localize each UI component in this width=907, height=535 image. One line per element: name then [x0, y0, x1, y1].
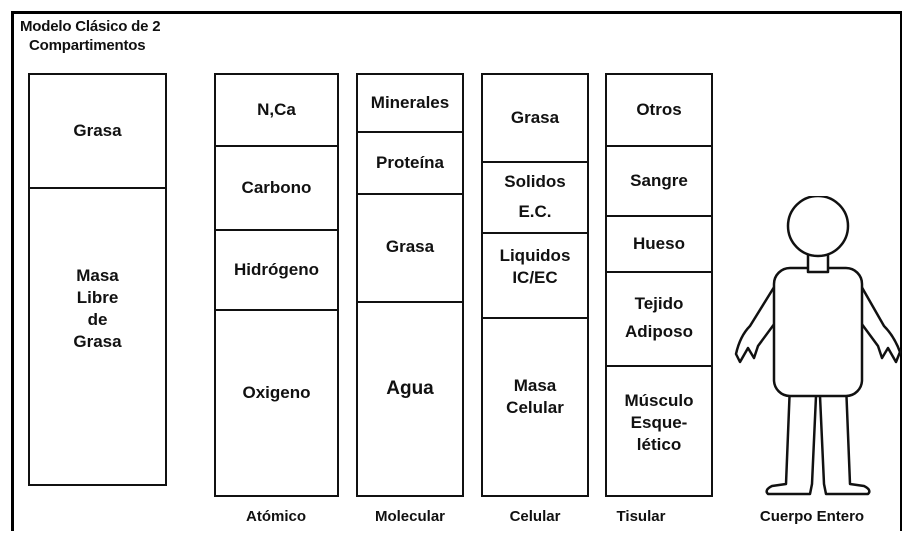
cell-text: Masa [76, 266, 119, 285]
cell-text: lético [636, 435, 682, 454]
cell-text: IC/EC [512, 268, 558, 287]
cell-atomic-hydrogen: Hidrógeno [216, 231, 337, 309]
cell-tissue-adipose: Tejido Adiposo [607, 273, 711, 363]
cell-text: N,Ca [257, 100, 296, 119]
cell-classic-fat-free-mass: Masa Libre de Grasa [30, 189, 165, 429]
column-classic: Grasa Masa Libre de Grasa [28, 73, 167, 486]
cell-molecular-water: Agua [358, 303, 462, 475]
cell-text: Grasa [510, 108, 560, 127]
cell-text: Grasa [73, 121, 122, 140]
column-molecular: Minerales Proteína Grasa Agua [356, 73, 464, 497]
cell-text: Minerales [370, 93, 450, 112]
cell-text: Sangre [630, 171, 688, 190]
cell-cellular-ic-ec-liquids: Liquidos IC/EC [483, 245, 587, 315]
separator [607, 365, 711, 367]
separator [483, 317, 587, 319]
cell-text: Liquidos [499, 246, 571, 265]
human-figure-icon [734, 196, 902, 496]
cell-text: Hidrógeno [234, 260, 319, 279]
separator [607, 215, 711, 217]
separator [607, 145, 711, 147]
cell-atomic-oxygen: Oxigeno [216, 311, 337, 475]
separator [216, 309, 337, 311]
separator [483, 161, 587, 163]
cell-molecular-minerals: Minerales [358, 75, 462, 131]
cell-text: Adiposo [625, 322, 693, 341]
cell-text: Libre [76, 288, 119, 307]
separator [216, 145, 337, 147]
title-line-1: Modelo Clásico de 2 [20, 18, 161, 35]
cell-text: Hueso [633, 234, 685, 253]
cell-molecular-fat: Grasa [358, 195, 462, 299]
cell-cellular-fat: Grasa [483, 75, 587, 161]
caption-molecular: Molecular [374, 508, 446, 525]
cell-text: Tejido [634, 294, 684, 313]
separator [607, 271, 711, 273]
cell-text: Otros [636, 100, 682, 119]
column-cellular: Grasa Solidos E.C. Liquidos IC/EC Masa C… [481, 73, 589, 497]
cell-tissue-blood: Sangre [607, 147, 711, 215]
separator [358, 301, 462, 303]
cell-text: Solidos [504, 172, 566, 191]
title-line-2: Compartimentos [29, 37, 146, 54]
cell-text: E.C. [518, 202, 552, 221]
cell-tissue-skeletal-muscle: Músculo Esque- lético [607, 367, 711, 479]
diagram-frame [11, 11, 902, 531]
cell-tissue-bone: Hueso [607, 217, 711, 271]
separator [483, 232, 587, 234]
separator [358, 131, 462, 133]
cell-cellular-cell-mass: Masa Celular [483, 375, 587, 465]
cell-text: Oxigeno [242, 383, 311, 402]
column-atomic: N,Ca Carbono Hidrógeno Oxigeno [214, 73, 339, 497]
separator [30, 187, 165, 189]
cell-classic-fat: Grasa [30, 75, 165, 187]
cell-text: Masa [513, 376, 557, 395]
caption-whole-body: Cuerpo Entero [759, 508, 865, 525]
cell-tissue-other: Otros [607, 75, 711, 145]
cell-text: Agua [386, 378, 434, 399]
cell-text: Músculo [624, 391, 694, 410]
diagram-title: Modelo Clásico de 2 Compartimentos [20, 17, 161, 55]
cell-text: Celular [506, 398, 564, 417]
column-tissue: Otros Sangre Hueso Tejido Adiposo Múscul… [605, 73, 713, 497]
cell-text: Proteína [375, 153, 445, 172]
cell-atomic-n-ca: N,Ca [216, 75, 337, 145]
caption-tissue: Tisular [616, 508, 666, 525]
cell-text: Carbono [241, 178, 312, 197]
cell-text: Esque- [630, 413, 688, 432]
cell-text: Grasa [385, 237, 435, 256]
separator [358, 193, 462, 195]
caption-cellular: Celular [509, 508, 561, 525]
cell-atomic-carbon: Carbono [216, 147, 337, 229]
cell-molecular-protein: Proteína [358, 133, 462, 193]
separator [216, 229, 337, 231]
cell-text: de [87, 310, 108, 329]
cell-text: Grasa [73, 332, 122, 351]
caption-atomic: Atómico [246, 508, 306, 525]
cell-cellular-ec-solids: Solidos E.C. [483, 163, 587, 231]
